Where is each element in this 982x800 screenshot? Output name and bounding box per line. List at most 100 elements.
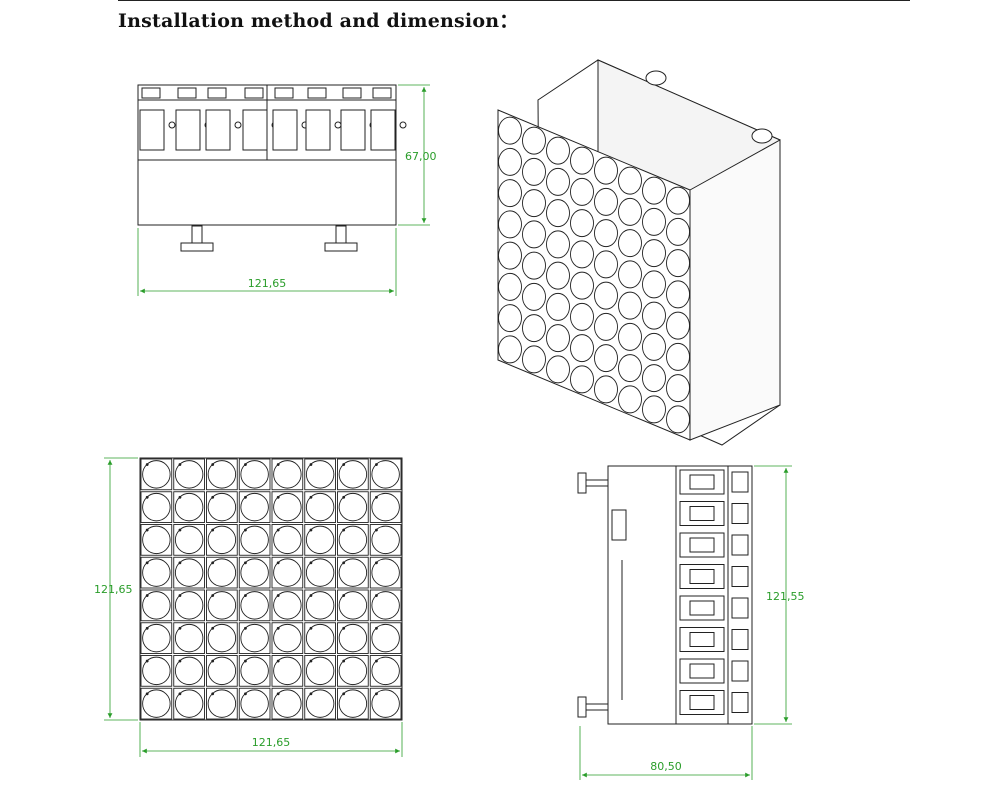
mount-dot — [309, 528, 313, 532]
iso-lens — [618, 166, 642, 195]
mount-dot — [309, 495, 313, 499]
lens-circle — [305, 689, 335, 718]
iso-lens — [522, 282, 546, 311]
iso-lens — [546, 230, 570, 259]
lens-circle — [207, 558, 237, 587]
mount-dot — [178, 528, 182, 532]
lens-circle — [142, 460, 171, 489]
side-port-slot — [689, 632, 715, 647]
top-port — [305, 109, 331, 151]
mount-dot — [211, 561, 215, 565]
mount-dot — [375, 463, 378, 466]
iso-lens — [522, 189, 546, 218]
mount-dot — [145, 594, 149, 597]
mount-dot — [375, 594, 378, 597]
iso-lens — [570, 334, 594, 363]
mount-dot — [276, 594, 280, 597]
mount-dot — [309, 594, 313, 597]
side-depth-label: 80,50 — [650, 760, 682, 773]
front-height-label: 67,00 — [405, 150, 437, 163]
mount-dot — [211, 528, 215, 532]
mount-dot — [145, 692, 149, 696]
iso-lens — [570, 209, 594, 238]
iso-lens — [498, 304, 522, 333]
lens-circle — [273, 591, 302, 620]
iso-lens — [570, 240, 594, 269]
lens-circle — [305, 558, 335, 587]
lens-circle — [273, 623, 302, 653]
mount-dot — [178, 463, 182, 466]
mount-dot — [211, 626, 215, 630]
side-lens-edge — [731, 566, 749, 587]
mount-dot — [244, 495, 247, 499]
iso-lens — [594, 156, 618, 185]
mount-dot — [309, 659, 313, 663]
iso-lens — [570, 365, 594, 394]
iso-lens — [642, 332, 666, 361]
iso-lens — [570, 302, 594, 331]
mount-dot — [309, 561, 313, 565]
side-port-slot — [689, 600, 715, 616]
iso-lens — [594, 375, 618, 404]
iso-lens — [666, 249, 690, 278]
face-width-dimension: 121,65 — [139, 722, 403, 757]
iso-lens — [546, 261, 570, 290]
top-port — [370, 109, 396, 151]
lens-circle — [338, 689, 368, 718]
lens-circle — [240, 460, 269, 489]
lens-circle — [305, 492, 335, 522]
side-port-slot — [689, 663, 715, 679]
top-port — [175, 109, 201, 151]
lens-circle — [338, 492, 368, 522]
top-latch — [307, 87, 327, 99]
lens-circle — [207, 460, 237, 489]
lens-circle — [142, 591, 171, 620]
mount-dot — [309, 626, 313, 630]
side-lens-edge — [731, 660, 749, 682]
lens-circle — [338, 460, 368, 489]
top-screw — [234, 121, 242, 129]
iso-lens — [570, 271, 594, 300]
side-height-label: 121,55 — [766, 590, 805, 603]
mount-dot — [244, 626, 247, 630]
top-view-width-dimension: 121,65 — [137, 228, 397, 296]
top-latch — [274, 87, 294, 99]
lens-circle — [174, 558, 204, 587]
iso-lens — [522, 314, 546, 343]
mount-dot — [276, 626, 280, 630]
iso-lens — [498, 241, 522, 270]
top-latch — [141, 87, 161, 99]
lens-circle — [305, 623, 335, 653]
iso-lens — [498, 272, 522, 301]
lens-circle — [371, 656, 400, 686]
iso-lens — [546, 292, 570, 321]
mount-dot — [244, 561, 247, 565]
iso-lens — [522, 345, 546, 374]
lens-circle — [305, 591, 335, 620]
top-latch — [244, 87, 264, 99]
side-port-slot — [689, 506, 715, 521]
lens-circle — [142, 525, 171, 555]
mount-dot — [244, 463, 247, 466]
top-latch — [207, 87, 227, 99]
iso-lens — [546, 355, 570, 384]
mount-dot — [178, 561, 182, 565]
top-latch — [372, 87, 392, 99]
lens-circle — [338, 558, 368, 587]
iso-lens — [618, 197, 642, 226]
lens-circle — [174, 460, 204, 489]
iso-lens — [570, 177, 594, 206]
top-port — [272, 109, 298, 151]
mount-dot — [276, 561, 280, 565]
iso-lens — [642, 395, 666, 424]
side-port-slot — [689, 695, 715, 710]
iso-lens — [618, 322, 642, 351]
iso-lens — [618, 385, 642, 414]
top-latch — [177, 87, 197, 99]
lens-circle — [207, 591, 237, 620]
top-port — [139, 109, 165, 151]
mount-dot — [211, 659, 215, 663]
isometric-view — [497, 59, 781, 446]
mount-dot — [375, 692, 378, 696]
